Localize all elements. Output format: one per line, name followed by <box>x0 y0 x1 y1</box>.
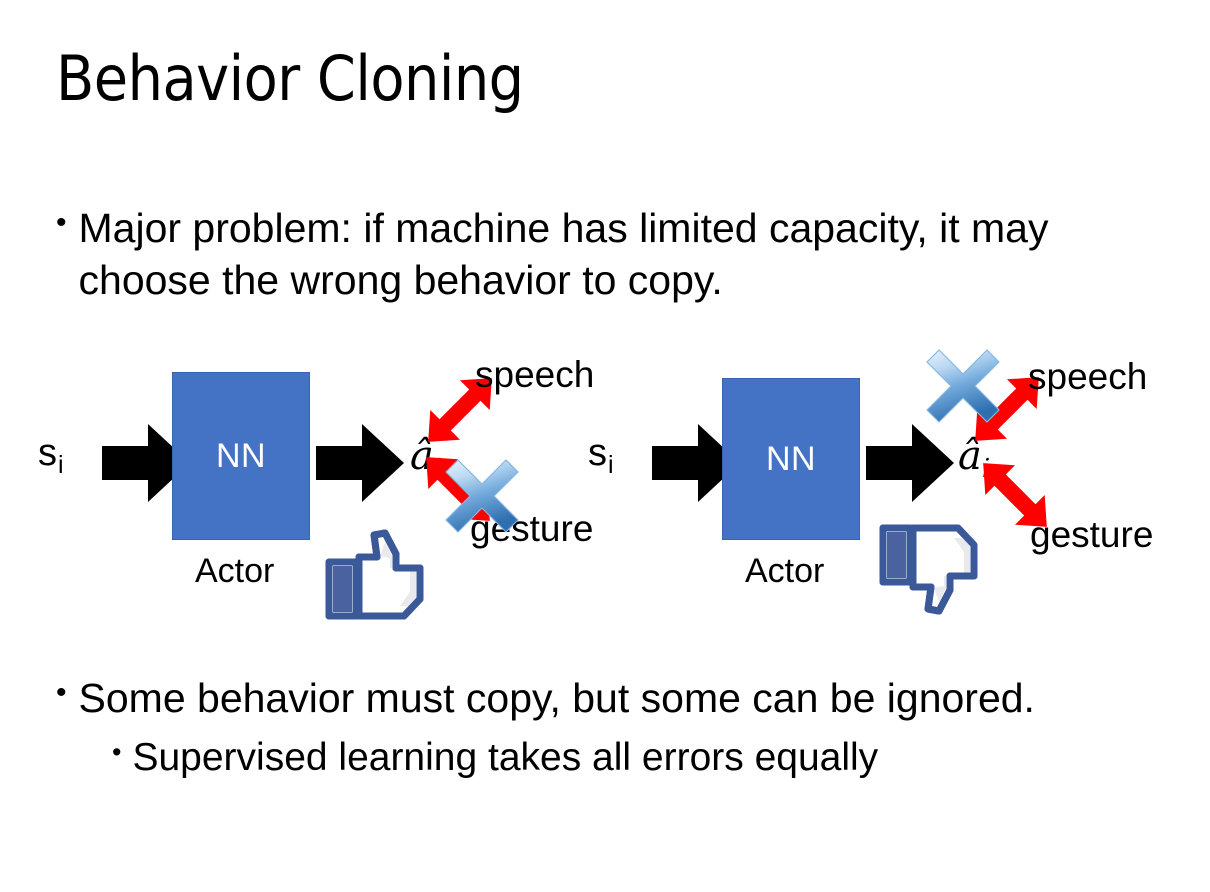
nn-box-right: NN <box>722 378 860 540</box>
speech-branch-arrow-right <box>975 377 1039 441</box>
output-arrow-left <box>316 424 404 502</box>
input-arrow-left <box>102 424 190 502</box>
input-state-label-left: si <box>38 432 64 479</box>
nn-box-left: NN <box>172 372 310 540</box>
diagram-left: si NN Actor âi <box>10 330 610 630</box>
input-arrow-right <box>652 424 740 502</box>
actor-caption-left: Actor <box>195 552 275 590</box>
bullet-some-behavior: • Some behavior must copy, but some can … <box>56 672 1166 724</box>
bullet-some-behavior-text: Some behavior must copy, but some can be… <box>78 675 1035 721</box>
diagram-right: si NN Actor âi <box>560 330 1160 630</box>
bullet-marker-icon: • <box>112 737 122 767</box>
actor-caption-right: Actor <box>745 552 825 590</box>
bullet-marker-icon: • <box>56 206 67 239</box>
bullet-major-problem-text: Major problem: if machine has limited ca… <box>78 205 1049 304</box>
bullet-supervised-learning-text: Supervised learning takes all errors equ… <box>132 736 879 779</box>
gesture-branch-arrow-right <box>983 463 1047 527</box>
cross-out-gesture-icon-left <box>445 459 519 533</box>
thumbs-down-icon <box>879 524 978 615</box>
speech-label-left: speech <box>475 354 595 395</box>
speech-label-right: speech <box>1028 356 1148 397</box>
speech-branch-arrow-left <box>428 378 492 442</box>
cross-out-speech-icon-right <box>926 349 1000 423</box>
bullet-major-problem: • Major problem: if machine has limited … <box>56 202 1146 307</box>
input-state-label-right: si <box>588 432 614 479</box>
page-title: Behavior Cloning <box>56 42 524 115</box>
bullet-marker-icon: • <box>56 676 67 709</box>
output-arrow-right <box>866 424 954 502</box>
bullet-supervised-learning: • Supervised learning takes all errors e… <box>112 733 1162 783</box>
thumbs-up-icon <box>325 529 424 620</box>
gesture-label-right: gesture <box>1030 514 1154 555</box>
nn-box-label-right: NN <box>765 439 817 478</box>
nn-box-label-left: NN <box>215 436 267 475</box>
